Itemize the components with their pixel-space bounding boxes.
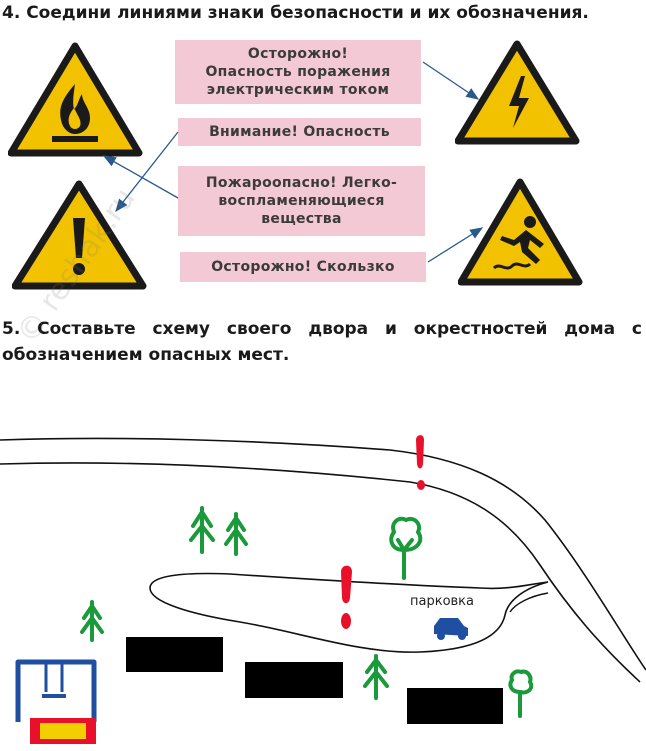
fire-icon bbox=[52, 84, 98, 142]
label-flammable[interactable]: Пожароопасно! Легко- воспламеняющиеся ве… bbox=[178, 166, 425, 236]
danger-sign[interactable] bbox=[12, 180, 147, 290]
parking-label: парковка bbox=[410, 594, 475, 609]
label-line: воспламеняющиеся bbox=[218, 193, 385, 209]
arrow-danger bbox=[115, 131, 179, 213]
arrow-slippery bbox=[427, 227, 484, 263]
fir-tree-icon bbox=[80, 600, 104, 642]
arrow-electric bbox=[422, 61, 480, 100]
task4-title: 4. Соедини линиями знаки безопасности и … bbox=[2, 3, 589, 23]
leaf-tree-icon bbox=[508, 669, 534, 718]
road-edge-bottom bbox=[0, 462, 641, 683]
label-electric[interactable]: Осторожно! Опасность поражения электриче… bbox=[175, 40, 421, 104]
driveway-link bbox=[509, 592, 549, 613]
electric-sign[interactable] bbox=[455, 40, 580, 145]
exclamation-icon bbox=[73, 218, 85, 275]
label-line: Осторожно! bbox=[247, 46, 349, 62]
flammable-sign[interactable] bbox=[8, 42, 143, 157]
danger-mark-road bbox=[416, 435, 425, 490]
swing-icon bbox=[15, 659, 97, 722]
lightning-icon bbox=[509, 76, 529, 128]
leaf-tree-icon bbox=[389, 516, 423, 580]
task5-title: 5. Составьте схему своего двора и окрест… bbox=[2, 319, 642, 365]
fir-tree-icon bbox=[224, 512, 248, 556]
label-line: Осторожно! Скользко bbox=[211, 259, 395, 275]
arrow-flammable bbox=[102, 155, 179, 199]
label-slippery[interactable]: Осторожно! Скользко bbox=[180, 252, 426, 282]
sandbox-icon bbox=[30, 718, 96, 744]
road-edge-top bbox=[0, 437, 646, 671]
label-danger[interactable]: Внимание! Опасность bbox=[178, 118, 421, 146]
danger-mark-yard bbox=[341, 565, 352, 629]
label-line: Внимание! Опасность bbox=[209, 124, 390, 140]
house bbox=[245, 662, 343, 698]
slip-icon bbox=[492, 216, 544, 270]
label-line: Пожароопасно! Легко- bbox=[205, 175, 398, 191]
fir-tree-icon bbox=[189, 506, 215, 554]
yard-scheme[interactable] bbox=[0, 400, 646, 751]
label-line: вещества bbox=[261, 211, 342, 227]
house bbox=[407, 688, 503, 724]
connection-arrows bbox=[102, 61, 484, 263]
slippery-sign[interactable] bbox=[458, 178, 583, 286]
car-icon bbox=[434, 618, 468, 640]
fir-tree-icon bbox=[363, 654, 389, 700]
label-line: Опасность поражения bbox=[205, 64, 391, 80]
label-line: электрическим током bbox=[206, 82, 390, 98]
house bbox=[126, 637, 223, 672]
yard-driveway bbox=[149, 572, 549, 653]
